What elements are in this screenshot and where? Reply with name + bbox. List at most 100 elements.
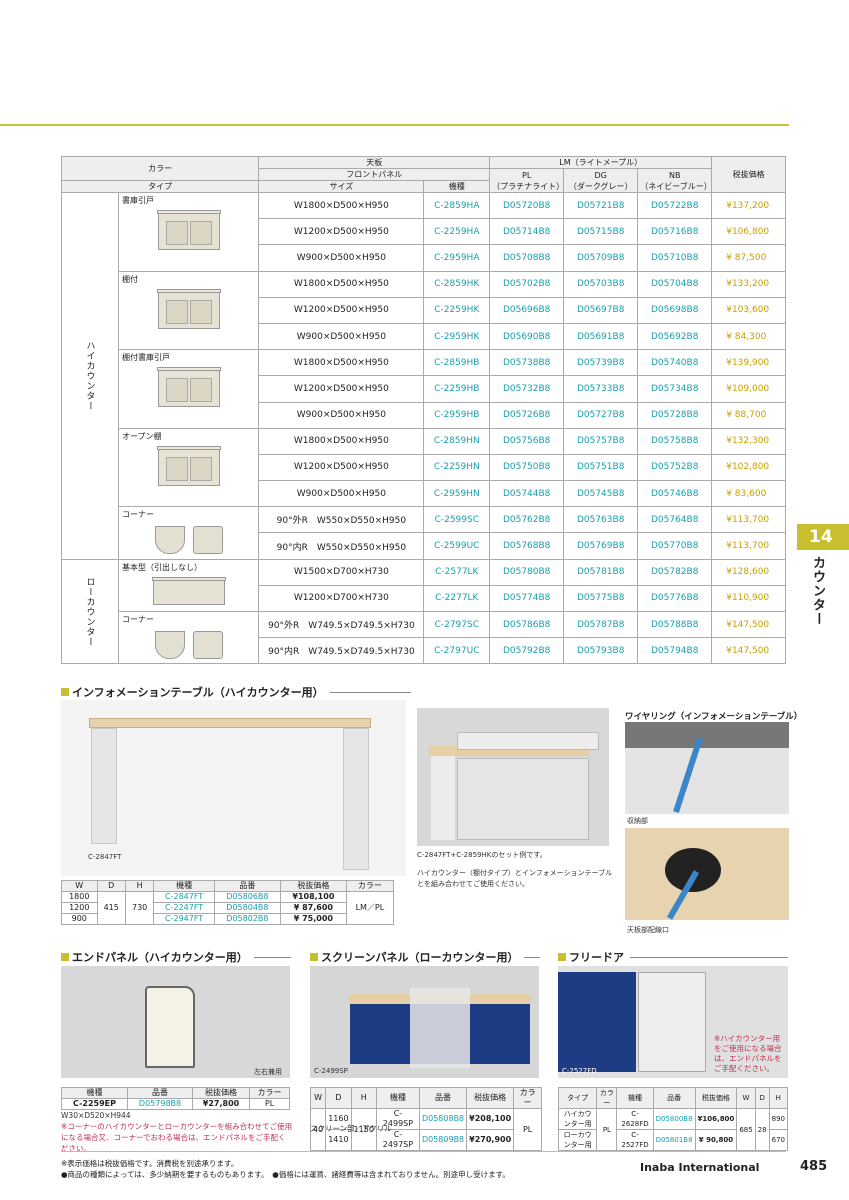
h-cell: 1150 [350, 1108, 377, 1151]
color-header: カラー [60, 156, 260, 181]
pl-code-cell: D05756B8 [489, 427, 565, 455]
h-cell: 730 [124, 891, 155, 925]
wiring-title: ワイヤリング（インフォメーションテーブル） [625, 712, 803, 722]
model-header: 機種 [423, 180, 491, 193]
type-name: 基本型（引出しなし） [122, 562, 202, 572]
spec-header: D [754, 1087, 770, 1109]
price-cell: ¥109,000 [711, 375, 786, 403]
pl-code-cell: D05708B8 [489, 244, 565, 272]
nb-code-cell: D05698B8 [637, 296, 713, 324]
spec-header: カラー [345, 880, 395, 892]
pl-code-cell: D05744B8 [489, 480, 565, 508]
dg-code-cell: D05769B8 [563, 532, 639, 560]
dg-code-cell: D05775B8 [563, 584, 639, 613]
size-cell: 90°内R W550×D550×H950 [258, 532, 425, 560]
spec-header: 品番 [418, 1087, 468, 1109]
code-cell: D05804B8 [213, 902, 281, 914]
d-cell: 415 [96, 891, 126, 925]
corner-illustration [122, 520, 255, 556]
chapter-tab: 14 [797, 524, 849, 550]
pl-code-cell: D05714B8 [489, 218, 565, 246]
info-table-photo [61, 700, 406, 876]
pl-code-cell: D05726B8 [489, 401, 565, 429]
spec-header: W [61, 880, 98, 892]
w-cell: 900 [61, 913, 98, 925]
spec-header: D [325, 1087, 352, 1109]
model-cell: C-2959HK [423, 322, 491, 351]
model-cell: C-2859HB [423, 349, 491, 377]
model-cell: C-2259HB [423, 375, 491, 403]
price-cell: ¥137,200 [711, 191, 786, 220]
dg-code-cell: D05745B8 [563, 480, 639, 508]
model-cell: C-2959HB [423, 401, 491, 429]
model-cell: C-2959HA [423, 244, 491, 272]
type-name: 書庫引戸 [122, 196, 154, 205]
spec-header: カラー [596, 1087, 618, 1109]
price-cell: ¥132,300 [711, 427, 786, 455]
spec-header: H [124, 880, 155, 892]
price-cell: ¥103,600 [711, 296, 786, 324]
spec-header: 品番 [127, 1087, 193, 1099]
price-cell: ¥102,800 [711, 453, 786, 482]
code-cell: D05802B8 [213, 913, 281, 925]
brand: Inaba International [640, 1161, 760, 1174]
spec-header: 品番 [213, 880, 281, 892]
model-cell: C-2859HK [423, 270, 491, 298]
price-cell: ¥106,800 [694, 1108, 738, 1130]
nb-code-cell: D05734B8 [637, 375, 713, 403]
nb-code-cell: D05710B8 [637, 244, 713, 272]
pl-code-cell: D05702B8 [489, 270, 565, 298]
pl-code-cell: D05738B8 [489, 349, 565, 377]
dg-code-cell: D05709B8 [563, 244, 639, 272]
info-photo-caption: C-2847FT [88, 853, 122, 861]
counter-illustration [151, 576, 226, 605]
size-cell: 90°外R W550×D550×H950 [258, 506, 425, 534]
group-label: ローカウンター [61, 558, 119, 665]
set-caption: C-2847FT+C-2859HKのセット例です。 [417, 851, 547, 859]
footer-rule [61, 1151, 786, 1152]
end-panel-photo [61, 966, 290, 1078]
nb-header: NB（ネイビーブルー） [637, 168, 713, 193]
free-door-caption: C-2527FD [562, 1067, 597, 1075]
model-cell: C-2259HA [423, 218, 491, 246]
model-cell: C-2577LK [423, 558, 491, 586]
dg-header: DG（ダークグレー） [563, 168, 639, 193]
price-header: 税抜価格 [711, 156, 786, 193]
w-cell: 685 [736, 1108, 756, 1151]
free-door-title: フリードア [558, 949, 788, 965]
spec-header: 税抜価格 [279, 880, 347, 892]
spec-header: タイプ [557, 1087, 598, 1109]
price-cell: ¥147,500 [711, 637, 786, 665]
screen-caption: C-2499SP [314, 1067, 348, 1075]
screen-panel-photo [310, 966, 539, 1078]
size-cell: W1800×D500×H950 [258, 427, 425, 455]
type-name: コーナー [122, 615, 154, 624]
type-name: 棚付書庫引戸 [122, 353, 170, 363]
dg-code-cell: D05751B8 [563, 453, 639, 482]
footer-notes: ※表示価格は税抜価格です。消費税を別途承ります。 ●商品の種類によっては、多少納… [61, 1158, 510, 1180]
model-cell: C-2628FD [616, 1108, 654, 1130]
chapter-label: カウンター [810, 556, 825, 626]
pl-code-cell: D05762B8 [489, 506, 565, 534]
end-panel-caption: 左右兼用 [254, 1068, 282, 1076]
size-cell: 90°外R W749.5×D749.5×H730 [258, 610, 425, 639]
price-cell: ¥113,700 [711, 532, 786, 560]
nb-code-cell: D05752B8 [637, 453, 713, 482]
model-cell: C-2797UC [423, 637, 491, 665]
size-cell: W1200×D700×H730 [258, 584, 425, 613]
code-cell: D05809B8 [418, 1129, 468, 1151]
type-cell: オープン棚 [117, 427, 260, 508]
code-cell: D05806B8 [213, 891, 281, 903]
end-model: C-2259EP [60, 1098, 129, 1110]
price-cell: ¥113,700 [711, 506, 786, 534]
size-cell: W900×D500×H950 [258, 480, 425, 508]
nb-code-cell: D05782B8 [637, 558, 713, 586]
spec-header: D [96, 880, 126, 892]
price-cell: ¥128,600 [711, 558, 786, 586]
